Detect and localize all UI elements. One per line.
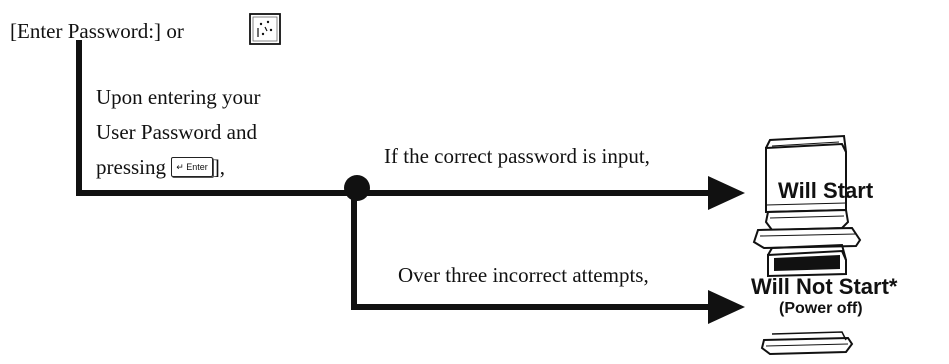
result-will-not-start: Will Not Start*	[751, 274, 898, 299]
result-power-off-note: (Power off)	[779, 300, 863, 317]
condition-correct: If the correct password is input,	[384, 144, 650, 168]
computer-on-icon	[752, 134, 862, 250]
entry-note-suffix: ],	[212, 155, 226, 179]
password-icon	[249, 13, 281, 45]
entry-note-line2: User Password and	[96, 120, 257, 144]
entry-note-line1: Upon entering your	[96, 85, 261, 109]
prompt-or: or	[166, 19, 184, 43]
condition-incorrect: Over three incorrect attempts,	[398, 263, 649, 287]
prompt-text: [Enter Password:]	[10, 19, 162, 43]
result-will-start: Will Start	[778, 178, 874, 203]
arrowhead-incorrect	[708, 290, 745, 324]
enter-key-icon: ↵ Enter	[171, 157, 213, 178]
computer-off-icon	[767, 243, 847, 278]
entry-note-pressing: pressing	[96, 155, 166, 179]
computer-off-base-icon	[760, 331, 854, 356]
entry-note-line3: pressing ↵ Enter],	[96, 154, 225, 180]
prompt-line: [Enter Password:] or	[10, 18, 184, 44]
arrowhead-correct	[708, 176, 745, 210]
